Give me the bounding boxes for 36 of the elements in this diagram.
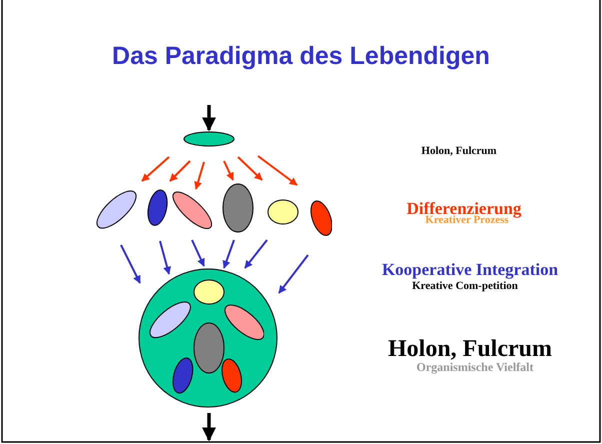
arrow <box>159 240 171 275</box>
arrow <box>278 254 309 294</box>
arrow <box>141 156 170 182</box>
ellipse <box>172 190 212 230</box>
ellipse <box>224 304 264 340</box>
arrow <box>194 162 205 190</box>
ellipse <box>183 131 235 147</box>
label-text: Holon, Fulcrum <box>421 146 497 157</box>
ellipse <box>222 183 254 233</box>
ellipse <box>310 200 332 236</box>
label-text: Kreativer Prozess <box>425 215 509 226</box>
arrow <box>202 413 216 442</box>
arrow <box>237 156 263 181</box>
ellipse <box>172 357 194 395</box>
arrow <box>169 160 191 182</box>
arrow <box>223 160 234 181</box>
large-circle <box>138 268 278 408</box>
title: Das Paradigma des Lebendigen <box>112 42 490 70</box>
ellipse <box>96 190 138 230</box>
arrow <box>202 105 216 132</box>
heading-text: Differenzierung <box>406 200 522 217</box>
ellipse <box>267 199 299 225</box>
ellipse <box>221 358 243 394</box>
arrow <box>191 240 205 267</box>
ellipse <box>193 322 225 374</box>
ellipse <box>148 301 192 339</box>
arrow <box>120 244 141 284</box>
arrow <box>257 155 298 186</box>
ellipse <box>193 279 225 305</box>
label-text: Kreative Com-petition <box>412 281 518 292</box>
arrow <box>244 239 268 269</box>
ellipse <box>147 189 169 227</box>
heading-text: Kooperative Integration <box>382 261 558 278</box>
heading-text: Holon, Fulcrum <box>388 337 552 361</box>
label-text: Organismische Vielfalt <box>416 361 534 373</box>
arrow <box>222 240 235 269</box>
